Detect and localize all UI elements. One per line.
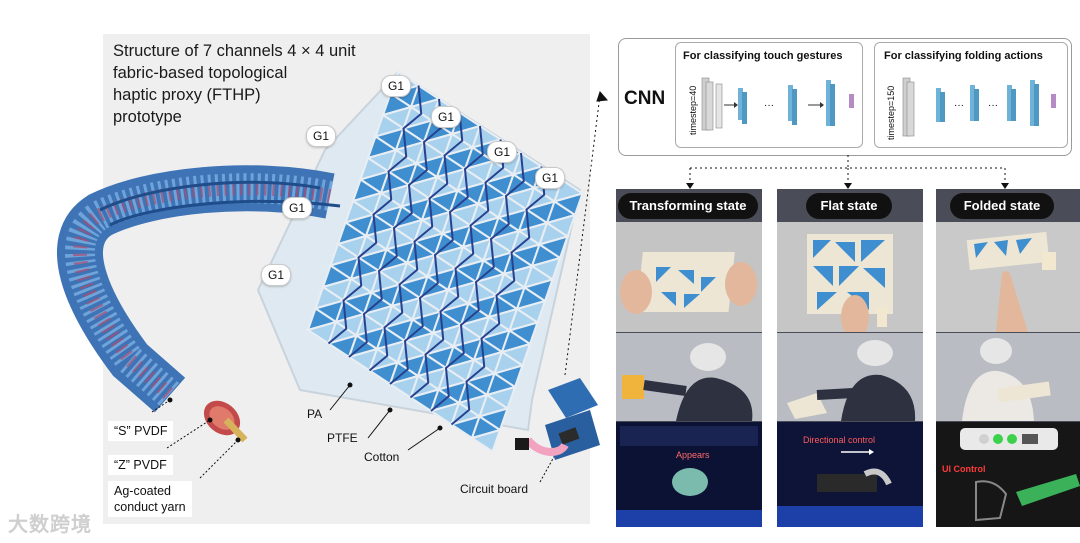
folded-fabric-photo — [936, 222, 1080, 332]
transforming-vr-scene: Appears — [616, 422, 762, 527]
cnn-to-states-connectors — [686, 155, 1009, 189]
flat-state-header: Flat state — [806, 193, 892, 219]
folded-state-header: Folded state — [950, 193, 1054, 219]
fold-cnn-layers: ··· ··· — [903, 78, 1056, 136]
transforming-fabric-photo — [616, 222, 762, 332]
transforming-vr-user-photo — [616, 333, 762, 421]
folded-vr-scene: UI Control — [936, 422, 1080, 527]
transforming-state-header: Transforming state — [618, 193, 758, 219]
touch-cnn-layers: ··· — [702, 78, 854, 130]
vr-directional-control-text: Directional control — [803, 435, 875, 445]
flat-vr-user-photo — [777, 333, 923, 421]
svg-text:···: ··· — [988, 100, 998, 111]
flat-vr-scene: Directional control — [777, 422, 923, 527]
watermark-logo-text: 大数跨境 — [8, 508, 92, 537]
vr-appears-text: Appears — [676, 450, 710, 460]
vr-ui-control-text: UI Control — [942, 464, 986, 474]
flat-fabric-photo — [777, 222, 923, 332]
svg-text:···: ··· — [764, 100, 774, 111]
folded-vr-user-photo — [936, 333, 1080, 421]
svg-text:···: ··· — [954, 100, 964, 111]
